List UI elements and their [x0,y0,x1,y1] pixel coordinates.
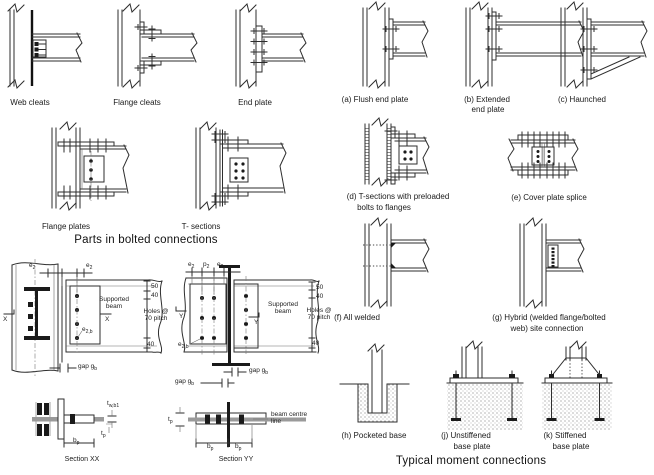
gap-label-right: gap gb [249,367,269,376]
hybrid-connection-drawing [519,217,585,309]
caption-section-xx: Section XX [64,456,100,463]
bolted-detail-left-drawing [3,259,163,376]
heading-bolted-connections: Parts in bolted connections [74,234,218,246]
dim-tp-xx: tp [101,430,106,439]
all-welded-drawing [363,217,430,309]
web-cleats-drawing [7,3,83,89]
flush-end-plate-drawing [362,1,429,89]
dim-p2: p2 [203,261,210,270]
t-sections-drawing [195,121,287,211]
unstiffened-base-plate-drawing [446,340,524,430]
caption-stiffened-2: base plate [552,442,590,451]
caption-unstiffened-2: base plate [453,442,491,451]
caption-flush-end-plate: (a) Flush end plate [341,95,409,104]
caption-extended-end-plate-1: (b) Extended [464,95,510,104]
dim-bp-xx: bp [73,437,80,446]
caption-hybrid-2: web) site connection [510,324,584,333]
gap-label-left: gap gb [175,378,195,387]
beam-centre-line-label: beam centre line [271,411,308,426]
stiffened-base-plate-drawing [541,340,613,430]
section-mark-x-left: X [3,316,8,323]
caption-extended-end-plate-2: end plate [471,105,505,114]
heading-moment-connections: Typical moment connections [395,455,547,467]
dim-40-top: 40 [151,292,159,299]
dim-e2-right-2: e2 [217,261,224,270]
pocketed-base-drawing [339,343,410,423]
supported-beam-label: Supported beam [99,296,129,311]
caption-cover-plate-splice: (e) Cover plate splice [511,193,587,202]
caption-haunched: (c) Haunched [557,95,607,104]
caption-t-sections-preloaded-1: (d) T-sections with preloaded [346,192,450,201]
dim-50: 50 [151,283,159,290]
caption-all-welded: (f) All welded [334,313,380,322]
caption-unstiffened-1: (j) Unstiffened [441,431,491,440]
section-yy-drawing [175,402,306,448]
section-mark-y-mid: Y [254,319,259,326]
flange-cleats-drawing [117,3,198,89]
gap-label: gap gb [78,363,98,372]
dim-e2-left: e2 [29,262,36,271]
dim-40-bottom-2: 40 [312,340,320,347]
dim-e2-right: e2 [86,262,93,271]
holes-pitch-label-2: Holes @ 70 pitch [306,307,332,322]
section-mark-y-left: Y [179,313,184,320]
dim-e2-left-2: e2 [188,261,195,270]
extended-end-plate-drawing [465,1,585,89]
caption-stiffened-1: (k) Stiffened [543,431,587,440]
caption-section-yy: Section YY [218,456,254,463]
caption-web-cleats: Web cleats [10,98,50,107]
t-sections-preloaded-drawing [364,117,430,187]
caption-end-plate: End plate [238,98,272,107]
caption-pocketed-base: (h) Pocketed base [341,431,407,440]
caption-hybrid-1: (g) Hybrid (welded flange/bolted [492,313,606,322]
caption-flange-cleats: Flange cleats [113,98,161,107]
end-plate-drawing [235,3,307,89]
section-mark-x-mid: X [105,316,110,323]
dim-40-bottom: 40 [147,341,155,348]
flange-plates-drawing [51,121,130,211]
dim-40-top-2: 40 [316,293,324,300]
section-xx-drawing [32,398,117,448]
dim-50-2: 50 [316,284,324,291]
haunched-drawing [560,1,648,89]
dim-e2b: e2,b [82,326,93,335]
bolted-detail-right-drawing [175,265,320,388]
caption-flange-plates: Flange plates [41,222,91,231]
dim-twb1: tw,b1 [107,400,120,409]
supported-beam-label-2: Supported beam [268,301,298,316]
dim-bp-left: bp [207,443,214,452]
caption-t-sections-preloaded-2: bolts to flanges [357,203,411,212]
dim-e2b-2: e2,b [178,341,189,350]
cover-plate-splice-drawing [507,131,579,179]
caption-t-sections: T- sections [181,222,221,231]
dim-bp-right: bp [235,443,242,452]
dim-tp-yy: tp [168,416,173,425]
holes-pitch-label: Holes @ 70 pitch [143,308,169,323]
